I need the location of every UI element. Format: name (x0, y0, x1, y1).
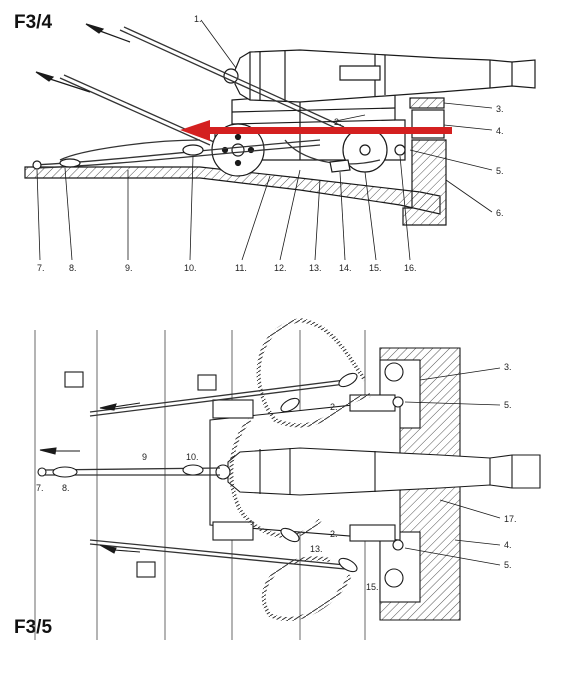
callout-2: 2. (334, 117, 342, 127)
ringbolt-7 (32, 160, 42, 170)
callout-b-10: 10. (186, 452, 199, 462)
callout-b-4: 4. (504, 540, 512, 550)
callout-14: 14. (339, 263, 352, 273)
callout-b-7: 7. (36, 483, 44, 493)
block-10 (182, 144, 204, 156)
callout-b-9: 9 (142, 452, 147, 462)
callout-b-3: 3. (504, 362, 512, 372)
callout-b-5-bottom: 5. (504, 560, 512, 570)
ship-side-bulwark (402, 139, 447, 226)
arrow-left-icon (180, 120, 210, 141)
quoin (339, 65, 381, 81)
figure-top-side-view (24, 23, 536, 226)
ringbolt-5-plan-top (392, 396, 404, 408)
callout-1: 1. (194, 14, 202, 24)
arrow-left-icon (39, 447, 57, 455)
deck-cleats (64, 371, 217, 578)
callout-b-2-bottom: 2. (330, 529, 338, 539)
callout-b-8: 8. (62, 483, 70, 493)
port-sill-3 (409, 97, 445, 109)
breeching-block-14 (329, 159, 351, 173)
pull-arrows (35, 23, 131, 93)
callout-b-5-top: 5. (504, 400, 512, 410)
callouts-top: 1. 2. 3. 4. 5. 6. 7. 8. 9. 10. 11. 12. 1… (37, 14, 504, 273)
callout-13: 13. (309, 263, 322, 273)
callout-b-2-top: 2. (330, 402, 338, 412)
callout-5: 5. (496, 166, 504, 176)
callout-8: 8. (69, 263, 77, 273)
callout-15: 15. (369, 263, 382, 273)
figure-bottom-plan-view (34, 318, 541, 640)
pull-arrows-plan (39, 402, 141, 554)
callout-16: 16. (404, 263, 417, 273)
leader-lines-top (36, 19, 493, 261)
arrow-left-icon (99, 403, 117, 411)
callout-b-13: 13. (310, 544, 323, 554)
callout-6: 6. (496, 208, 504, 218)
cannon-barrel-plan (227, 447, 541, 496)
leader-lines-bottom (404, 367, 501, 566)
figure-label-bottom: F3/5 (14, 617, 53, 638)
ringbolt-5-plan-bottom (392, 539, 404, 551)
cascabel-plan (215, 464, 231, 480)
ringbolt-5 (394, 144, 406, 156)
callout-12: 12. (274, 263, 287, 273)
callout-10: 10. (184, 263, 197, 273)
ringbolt-7-plan (37, 467, 47, 477)
callout-b-17: 17. (504, 514, 517, 524)
callout-7: 7. (37, 263, 45, 273)
tackle-blocks (52, 372, 358, 573)
callout-3: 3. (496, 104, 504, 114)
callout-b-15: 15. (366, 582, 379, 592)
callouts-bottom: 3. 2. 5. 9 10. 7. 8. 17. 4. 2. 13. 5. 15… (36, 362, 517, 592)
callout-9: 9. (125, 263, 133, 273)
block-8 (59, 158, 81, 168)
figure-label-top: F3/4 (14, 12, 53, 33)
callout-4: 4. (496, 126, 504, 136)
recoil-arrow (180, 120, 452, 141)
callout-11: 11. (235, 263, 247, 273)
